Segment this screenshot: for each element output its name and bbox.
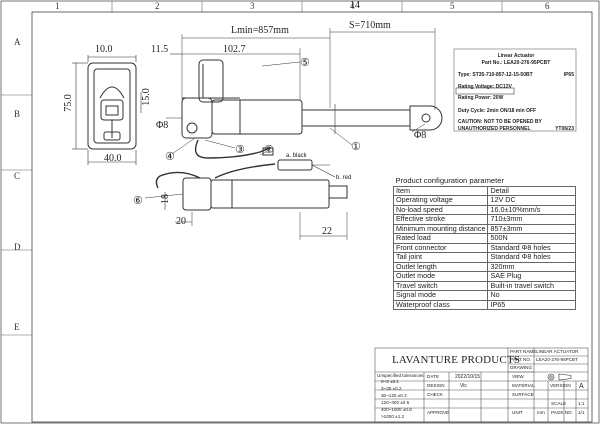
dim-15: 15.0	[140, 88, 152, 106]
dim-stroke: S=710mm	[349, 20, 391, 31]
zone-5: 5	[450, 1, 455, 11]
company-name: LAVANTURE PRODUCTS	[392, 354, 521, 366]
version-label: VERSION	[550, 383, 571, 388]
tol-title: Unspecified tolerances	[377, 373, 424, 378]
dim-40: 40.0	[104, 153, 122, 164]
label-caution-2: UNAUTHORIZED PERSONNEL	[458, 125, 531, 132]
dim-102-7: 102.7	[223, 44, 246, 55]
callout-5: ⑤	[300, 57, 310, 69]
part-no: LEA20-276-95PCBT	[536, 357, 578, 362]
wire-black-label: a. black	[286, 153, 307, 159]
label-card-border	[453, 48, 577, 132]
zone-a: A	[14, 37, 21, 47]
label-caution-1: CAUTION: NOT TO BE OPENED BY	[458, 119, 542, 125]
part-name-label: PART NAME	[510, 349, 537, 354]
view-label: VIEW	[512, 374, 524, 379]
dim-75: 75.0	[62, 94, 74, 112]
tol-row-1: 0~3 ±0.1	[381, 379, 399, 384]
callout-3: ③	[235, 144, 245, 156]
callout-6: ⑥	[133, 195, 143, 207]
dim-lmin: Lmin=857mm	[231, 25, 289, 36]
label-type: Type: ST35-710-857-12-15-50BT	[458, 72, 533, 78]
surface-label: SURFACE	[512, 392, 534, 397]
label-card: Linear Actuator Part No.: LEA20-276-95PC…	[458, 53, 574, 132]
designer: Vic	[460, 383, 467, 389]
drawing-label: DRAWING	[510, 365, 533, 370]
callout-4: ④	[165, 151, 175, 163]
unit-label: UNIT	[512, 410, 523, 415]
zone-e: E	[14, 322, 20, 332]
dim-10: 10.0	[95, 44, 113, 55]
date-label: DATE	[427, 374, 439, 379]
actuator-side-view	[166, 28, 443, 159]
cert-marks	[455, 87, 515, 95]
part-no-label: PART NO.	[510, 357, 532, 362]
label-ip: IP65	[563, 72, 574, 78]
date-value: 2022/10/15	[455, 374, 481, 380]
dim-22: 22	[322, 226, 332, 237]
dim-phi-rear: Φ8	[156, 120, 169, 131]
config-title: Product configuration parameter	[393, 177, 576, 187]
page-label: PAGE NO.	[551, 410, 573, 415]
page-value: 1/1	[578, 410, 585, 415]
label-voltage: Rating Voltage: DC12V	[458, 83, 512, 90]
dim-20: 20	[176, 216, 186, 227]
title-block-lines	[374, 347, 589, 423]
dim-phi-front: Φ8	[414, 130, 427, 141]
zone-d: D	[14, 242, 21, 252]
tol-row-2: 3~30 ±0.2	[381, 386, 402, 391]
dim-14: 14	[350, 0, 360, 11]
zone-2: 2	[155, 1, 160, 11]
label-power: Rating Power: 20W	[458, 95, 504, 101]
zone-1: 1	[55, 1, 60, 11]
tol-row-5: 400~1000 ±0.8	[381, 407, 412, 412]
wire-red-label: b. red	[336, 175, 352, 181]
tol-row-3: 30~120 ±0.3	[381, 393, 407, 398]
unit-value: mm	[537, 410, 545, 415]
design-label: DESIGN	[427, 383, 445, 388]
version-value: A	[579, 383, 584, 390]
zone-c: C	[14, 171, 21, 181]
tol-row-6: >1000 ±1.2	[381, 414, 405, 419]
dim-18: 18	[160, 194, 171, 204]
zone-3: 3	[250, 1, 255, 11]
label-title: Linear Actuator	[497, 53, 535, 59]
zone-6: 6	[545, 1, 550, 11]
scale-label: SCALE	[551, 401, 567, 406]
tol-row-4: 120~400 ±0.5	[381, 400, 410, 405]
label-date-code: YT06/23	[555, 125, 574, 132]
end-view	[72, 55, 142, 165]
scale-value: 1:1	[578, 401, 585, 406]
projection-symbol-icon	[547, 373, 572, 381]
actuator-bottom-view	[144, 159, 348, 240]
material-label: MATERIAL	[512, 383, 535, 388]
callout-2: ②	[264, 144, 274, 156]
check-label: CHECK	[427, 392, 444, 397]
dim-11-5: 11.5	[151, 44, 169, 55]
part-name: LINEAR ACTUATOR	[536, 349, 579, 354]
zone-b: B	[14, 109, 21, 119]
label-part: Part No.: LEA20-276-95PCBT	[481, 59, 551, 66]
callout-1: ①	[351, 141, 361, 153]
approve-label: APPROVE	[427, 410, 450, 415]
zone-4: 4	[350, 1, 355, 11]
label-duty: Duty Cycle: 2min ON/18 min OFF	[458, 107, 537, 114]
